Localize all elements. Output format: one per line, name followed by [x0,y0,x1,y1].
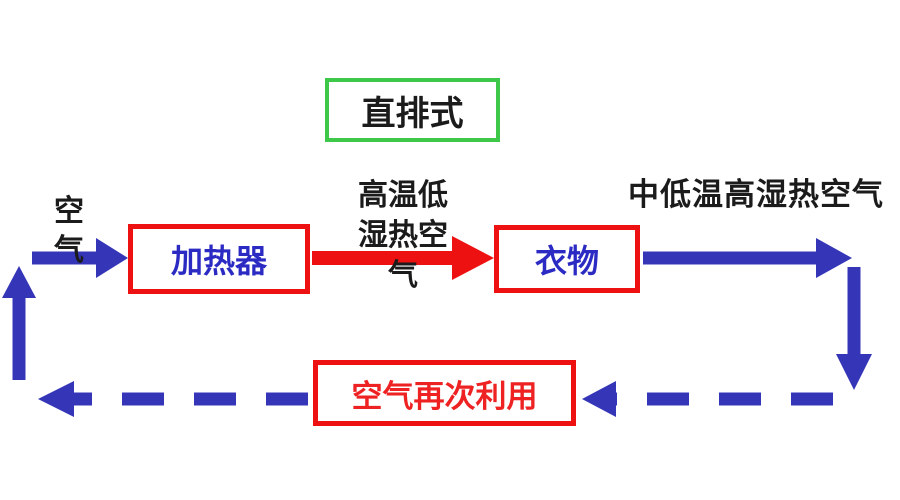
exhaust-down-arrow [836,267,872,390]
exhaust-down-arrow-head [836,354,872,390]
humid-air-arrow-head [816,238,852,278]
recycle-dashed-arrow-left [38,381,308,417]
recycle-up-arrow-head [2,266,36,298]
heater-label: 加热器 [170,243,267,279]
recycle-dashed-right-head [582,381,616,417]
hot-dry-air-annotation: 高温低湿热空气 [358,179,448,292]
node-clothes: 衣物 [494,225,640,293]
air-inlet-arrow-head [96,238,128,278]
clothes-label: 衣物 [534,243,599,279]
recycle-dashed-arrow-right [582,381,833,417]
air-inlet-annotation: 空气 [54,195,84,267]
hot-air-arrow-head [452,236,494,280]
diagram-title: 直排式 [361,94,464,133]
hot-air-arrow [312,236,494,280]
node-air-reuse: 空气再次利用 [313,360,576,426]
node-heater: 加热器 [128,224,310,294]
air-inlet-arrow [32,238,128,278]
air-reuse-label: 空气再次利用 [351,378,538,414]
humid-air-arrow [643,238,852,278]
title-box: 直排式 [325,78,500,142]
recycle-dashed-left-head [38,381,74,417]
humid-air-annotation: 中低温高湿热空气 [628,177,884,212]
recycle-up-arrow [2,266,36,380]
